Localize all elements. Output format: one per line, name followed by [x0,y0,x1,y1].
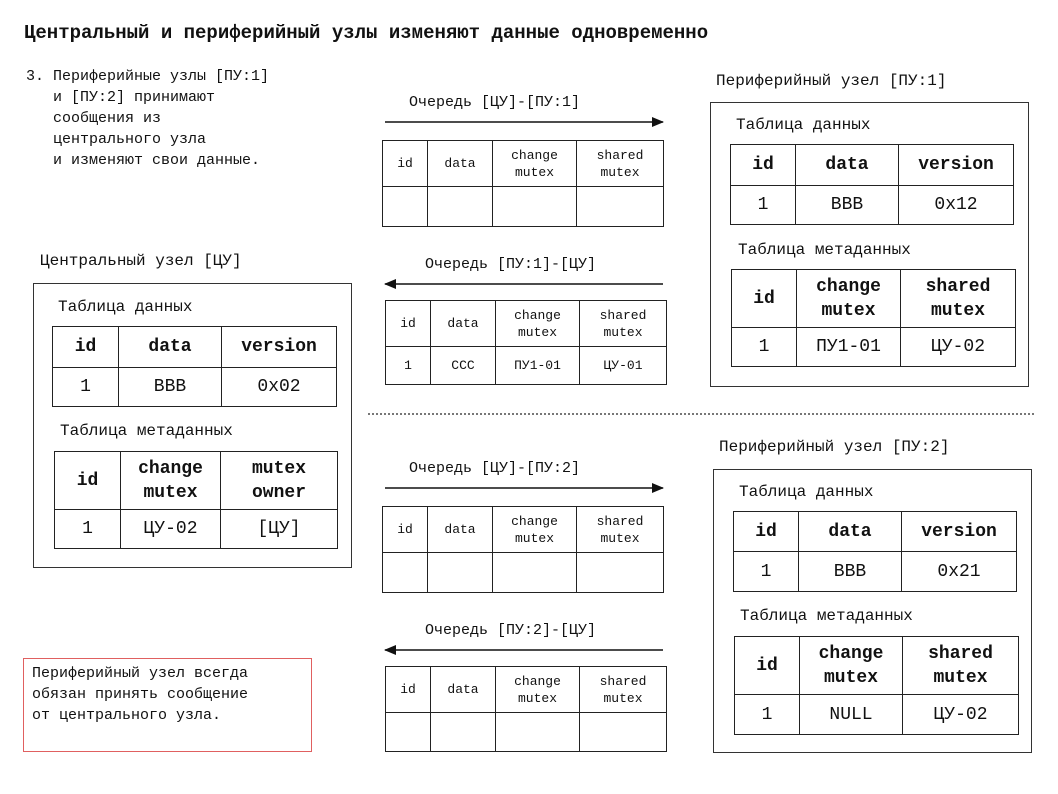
col-header: id [731,269,797,328]
queue-label: Очередь [ПУ:2]-[ЦУ] [425,622,597,639]
col-header: id [734,636,800,695]
col-header: change mutex [796,269,901,328]
cell [382,552,428,593]
cell: 0x21 [901,551,1017,592]
cell: ЦУ-02 [902,694,1019,735]
col-header: version [221,326,337,368]
cell [579,712,667,752]
peer2-meta-table-label: Таблица метаданных [740,607,913,625]
cell: NULL [799,694,903,735]
cell [492,552,577,593]
peer1-meta-table: id change mutex shared mutex 1 ПУ1-01 ЦУ… [731,269,1016,367]
cell: ПУ1-01 [495,346,580,385]
peer1-box [710,102,1029,387]
cell: ПУ1-01 [796,327,901,367]
col-header: data [430,666,496,713]
cell: 1 [734,694,800,735]
peer1-data-table-label: Таблица данных [736,116,871,134]
central-meta-table: id change mutex mutex owner 1 ЦУ-02 [ЦУ] [54,451,338,549]
queue-label: Очередь [ПУ:1]-[ЦУ] [425,256,597,273]
col-header: change mutex [495,666,580,713]
peer2-box [713,469,1032,753]
col-header: id [733,511,799,552]
col-header: change mutex [120,451,221,510]
cell: BBB [798,551,902,592]
cell [427,552,493,593]
cell [382,186,428,227]
cell [430,712,496,752]
col-header: id [382,506,428,553]
section-divider [368,413,1034,415]
cell: BBB [795,185,899,225]
cell: CCC [430,346,496,385]
cell: 0x02 [221,367,337,407]
col-header: id [54,451,121,510]
central-node-box [33,283,352,568]
queue-table: id data change mutex shared mutex [382,140,664,227]
col-header: shared mutex [579,666,667,713]
queue-table: id data change mutex shared mutex [385,666,667,752]
cell: [ЦУ] [220,509,338,549]
col-header: id [385,666,431,713]
cell [495,712,580,752]
col-header: id [52,326,119,368]
cell [576,552,664,593]
col-header: shared mutex [900,269,1016,328]
peer1-meta-table-label: Таблица метаданных [738,241,911,259]
col-header: version [901,511,1017,552]
cell: ЦУ-01 [579,346,667,385]
queue-table: id data change mutex shared mutex [382,506,664,593]
peer1-data-table: id data version 1 BBB 0x12 [730,144,1014,225]
col-header: shared mutex [579,300,667,347]
step-note: 3. Периферийные узлы [ПУ:1] и [ПУ:2] при… [26,68,270,169]
col-header: id [385,300,431,347]
queue-label: Очередь [ЦУ]-[ПУ:2] [409,460,581,477]
col-header: change mutex [492,140,577,187]
col-header: data [795,144,899,186]
peer1-header: Периферийный узел [ПУ:1] [716,72,947,90]
cell: 1 [733,551,799,592]
col-header: shared mutex [576,140,664,187]
cell [427,186,493,227]
cell: 1 [730,185,796,225]
col-header: mutex owner [220,451,338,510]
peer2-header: Периферийный узел [ПУ:2] [719,438,950,456]
col-header: id [730,144,796,186]
diagram-title: Центральный и периферийный узлы изменяют… [24,22,709,44]
col-header: data [118,326,222,368]
col-header: shared mutex [902,636,1019,695]
col-header: id [382,140,428,187]
cell [492,186,577,227]
peer2-data-table: id data version 1 BBB 0x21 [733,511,1017,592]
cell: 1 [731,327,797,367]
col-header: version [898,144,1014,186]
cell [385,712,431,752]
peer2-meta-table: id change mutex shared mutex 1 NULL ЦУ-0… [734,636,1019,735]
central-meta-table-label: Таблица метаданных [60,422,233,440]
queue-table: id data change mutex shared mutex 1 CCC … [385,300,667,385]
cell: 1 [52,367,119,407]
central-data-table-label: Таблица данных [58,298,193,316]
col-header: data [427,140,493,187]
col-header: data [427,506,493,553]
cell: 1 [54,509,121,549]
central-data-table: id data version 1 BBB 0x02 [52,326,337,407]
col-header: change mutex [799,636,903,695]
col-header: change mutex [492,506,577,553]
cell: 1 [385,346,431,385]
cell: BBB [118,367,222,407]
col-header: data [798,511,902,552]
col-header: change mutex [495,300,580,347]
col-header: shared mutex [576,506,664,553]
central-node-header: Центральный узел [ЦУ] [40,252,242,270]
cell [576,186,664,227]
cell: ЦУ-02 [120,509,221,549]
peer2-data-table-label: Таблица данных [739,483,874,501]
cell: ЦУ-02 [900,327,1016,367]
warning-note: Периферийный узел всегда обязан принять … [23,658,312,752]
col-header: data [430,300,496,347]
cell: 0x12 [898,185,1014,225]
queue-label: Очередь [ЦУ]-[ПУ:1] [409,94,581,111]
